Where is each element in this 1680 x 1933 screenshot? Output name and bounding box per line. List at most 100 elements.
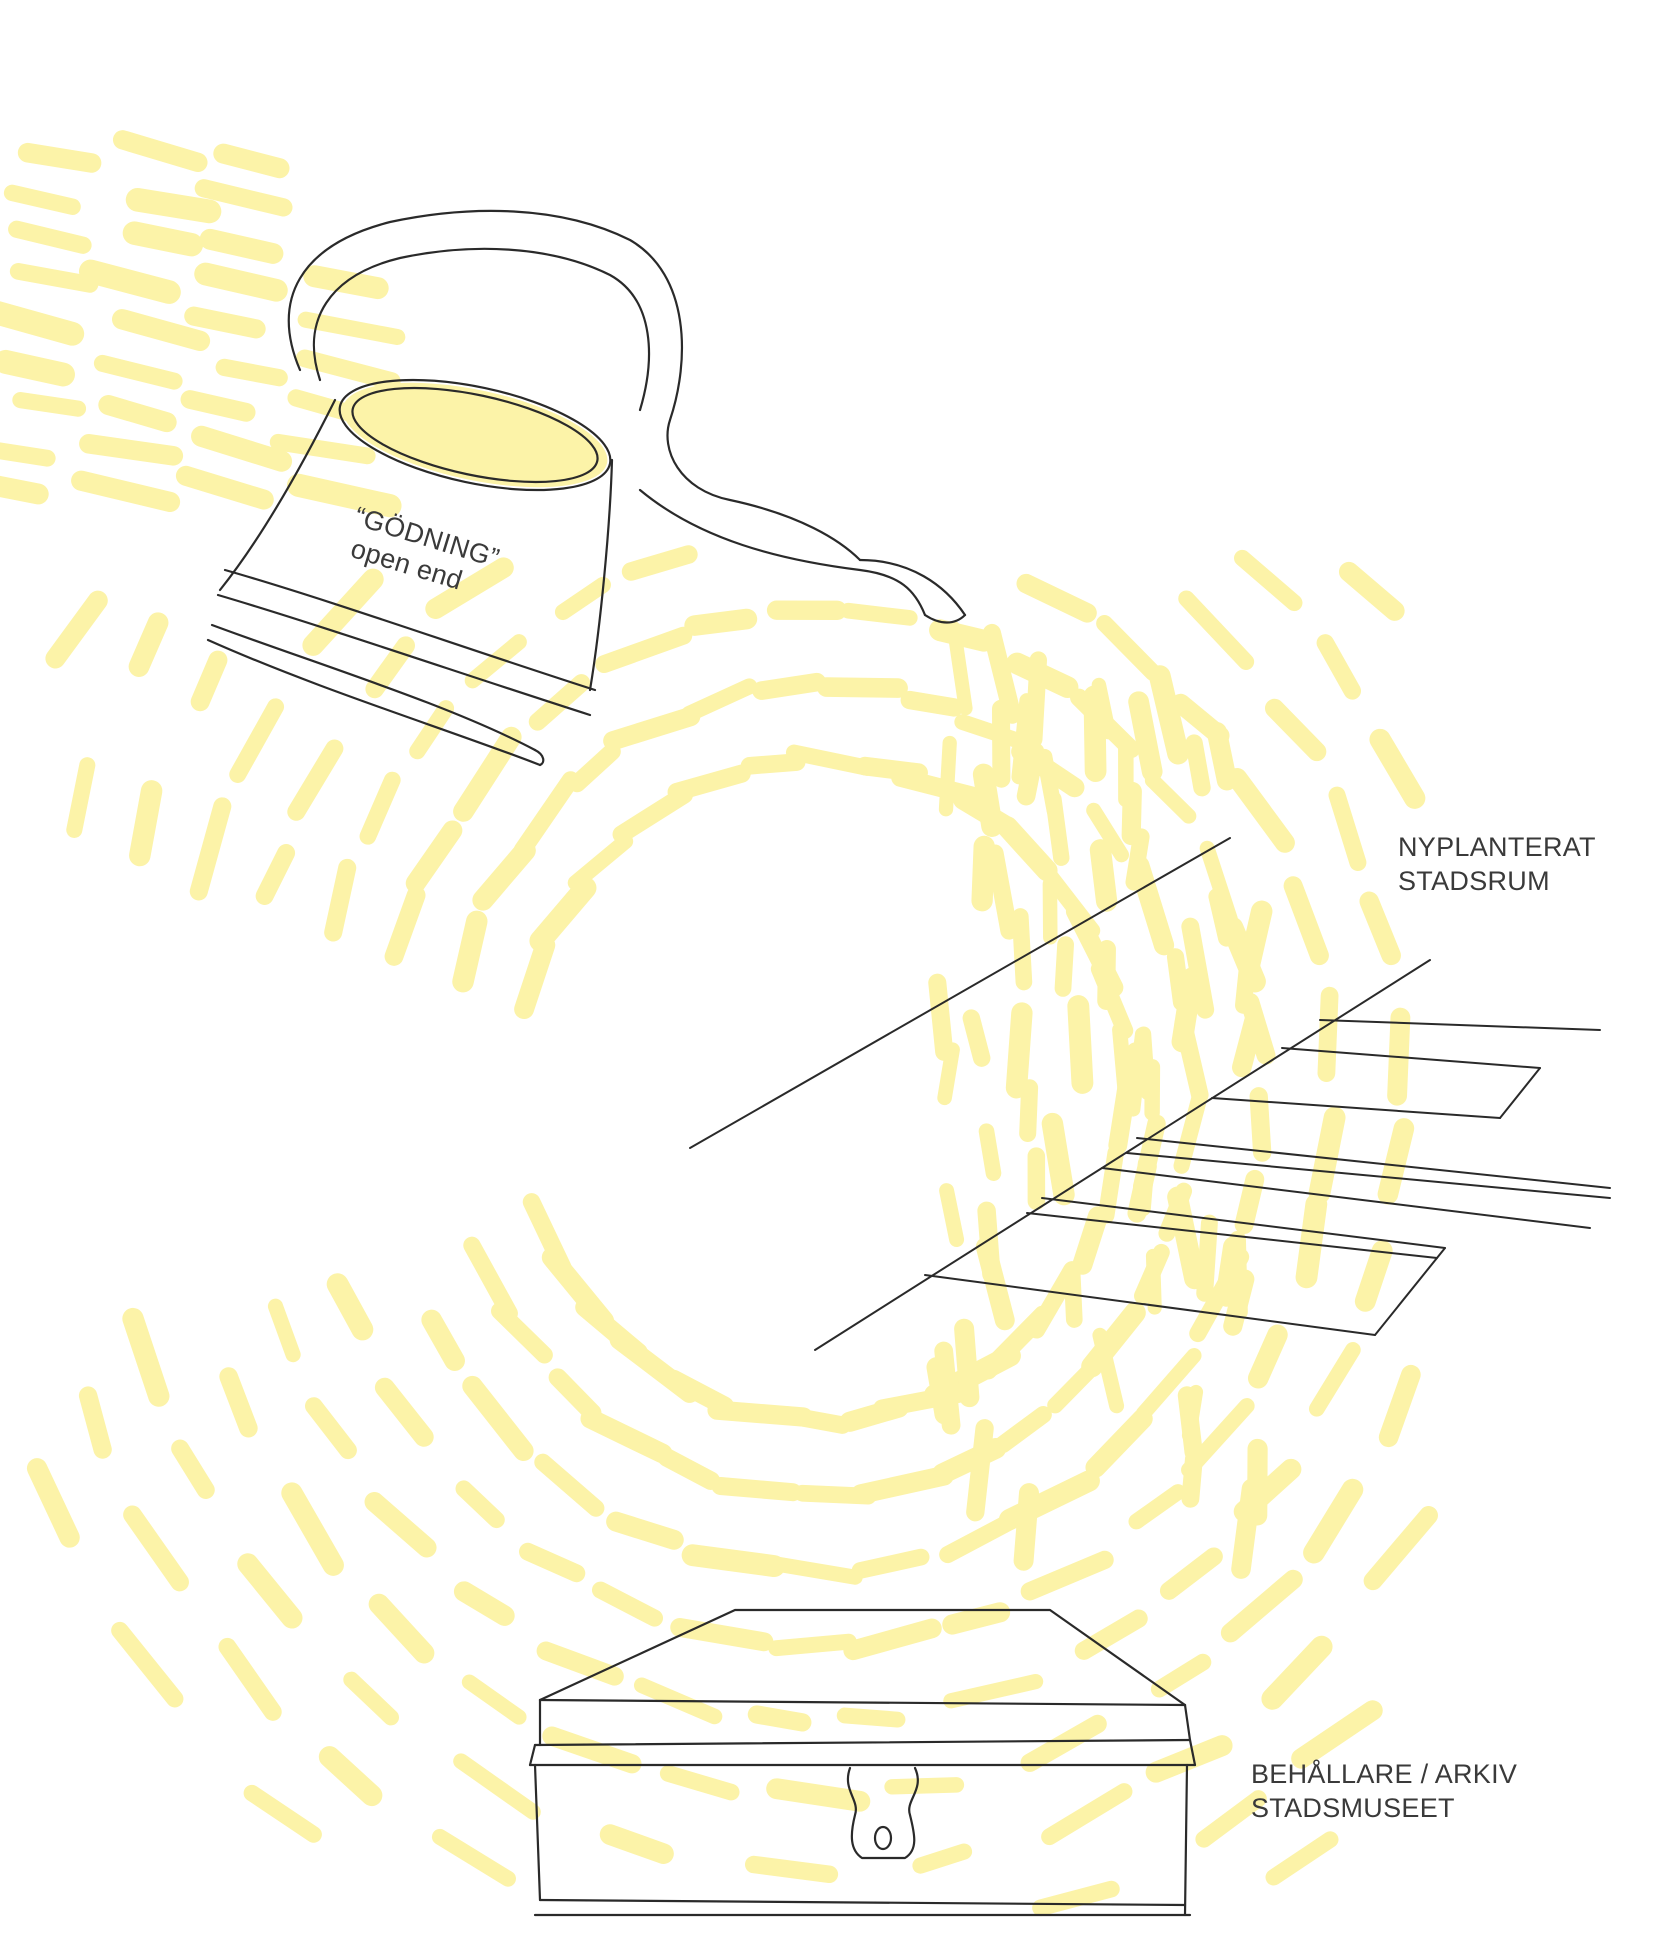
spray-dash (1301, 1710, 1372, 1758)
spray-dash (276, 1306, 294, 1354)
spray-dash (1258, 1335, 1277, 1379)
spray-dash (987, 1131, 994, 1173)
spray-dash (546, 1651, 614, 1676)
spray-dash (20, 400, 78, 409)
spray-dash (200, 660, 218, 702)
spray-dash (1237, 778, 1285, 843)
spray-dash (1349, 572, 1395, 611)
spray-dash (1178, 1197, 1195, 1279)
spray-dash (81, 481, 170, 502)
spray-dash (379, 1604, 424, 1653)
spray-dash (975, 1428, 984, 1512)
spray-dash (37, 1468, 70, 1537)
spray-dash (538, 683, 582, 722)
spray-dash (1055, 1371, 1089, 1406)
spray-dash (1139, 702, 1153, 772)
spray-dash (1169, 1557, 1214, 1591)
spray-dash (552, 1736, 632, 1764)
spray-dash (186, 476, 264, 500)
spray-dash (563, 585, 603, 612)
spray-dash (1017, 1013, 1022, 1088)
spray-dash (845, 1716, 898, 1720)
spray-dash (1096, 1419, 1143, 1468)
spray-dash (802, 1493, 868, 1496)
spray-dash (1045, 757, 1055, 811)
spray-dash (1126, 1051, 1135, 1109)
new-park-label: NYPLANTERAT STADSRUM (1398, 830, 1596, 898)
spray-dash (229, 1377, 249, 1429)
spray-dash (951, 1682, 1036, 1701)
spray-dash (1389, 1375, 1411, 1438)
spray-dash (937, 1367, 945, 1414)
spray-dash (55, 601, 97, 659)
spray-dash (984, 774, 992, 826)
spray-dash (1217, 732, 1227, 780)
spray-dash (1156, 1746, 1222, 1773)
spray-dash (1030, 1724, 1098, 1763)
spray-dash (374, 1502, 426, 1548)
spray-dash (463, 921, 477, 981)
spray-dash (1242, 1022, 1254, 1067)
spray-dash (1094, 696, 1095, 771)
spray-dash (416, 830, 453, 883)
spray-dash (1337, 795, 1358, 862)
spray-dash (523, 780, 571, 850)
spray-dash (1380, 740, 1415, 799)
spray-dash (190, 400, 246, 413)
spray-dash (385, 1388, 424, 1438)
spray-dash (1136, 1492, 1178, 1522)
spray-dash (524, 945, 545, 1009)
spray-dash (946, 743, 950, 809)
spray-dash (1307, 1204, 1317, 1277)
spray-dash (0, 310, 72, 334)
spray-dash (1152, 780, 1188, 816)
spray-dash (777, 1789, 860, 1802)
spray-dash (464, 1489, 497, 1520)
spray-dash (1227, 1247, 1234, 1296)
spray-dash (577, 752, 612, 784)
new-park-label-line1: NYPLANTERAT (1398, 830, 1596, 864)
archive-label: BEHÅLLARE / ARKIV STADSMUSEET (1251, 1757, 1517, 1825)
spray-dash (721, 1486, 793, 1492)
spray-dash (1326, 996, 1329, 1073)
spray-dash (1274, 1840, 1331, 1878)
spray-dash (616, 1522, 674, 1540)
spray-dash (12, 193, 73, 207)
spray-dash (180, 1449, 206, 1491)
spray-dash (1217, 897, 1227, 939)
spray-dash (314, 1406, 348, 1450)
spray-dash (1190, 1459, 1194, 1499)
archive-label-line1: BEHÅLLARE / ARKIV (1251, 1757, 1517, 1791)
spray-dash (223, 154, 279, 169)
spray-dash (227, 1647, 272, 1712)
spray-dash (528, 1552, 577, 1574)
spray-dash (860, 1557, 921, 1570)
spray-dash (299, 485, 391, 505)
spray-dash (1320, 1118, 1335, 1193)
spray-dash (982, 846, 984, 900)
spray-dash (199, 806, 223, 891)
spray-dash (351, 1680, 391, 1718)
spray-dash (139, 623, 158, 667)
spray-dash (134, 233, 191, 245)
spray-dash (853, 1628, 932, 1650)
spray-dash (921, 1852, 965, 1866)
spray-dash (472, 1245, 509, 1313)
spray-dash (210, 239, 273, 253)
spray-dash (1365, 1251, 1382, 1302)
spray-dash (1317, 1350, 1353, 1409)
spray-dash (296, 749, 334, 812)
spray-dash (1052, 1124, 1064, 1195)
archive-label-line2: STADSMUSEET (1251, 1791, 1517, 1825)
spray-dash (971, 1018, 981, 1058)
spray-dash (1153, 1256, 1155, 1308)
spray-dash (306, 320, 398, 337)
spray-dash (17, 229, 83, 245)
spray-dash (1026, 584, 1087, 613)
spray-dash (368, 780, 392, 836)
spray-dash (140, 791, 152, 856)
spray-dash (1325, 643, 1352, 691)
spray-dash (1160, 676, 1178, 754)
spray-dash (138, 200, 210, 212)
